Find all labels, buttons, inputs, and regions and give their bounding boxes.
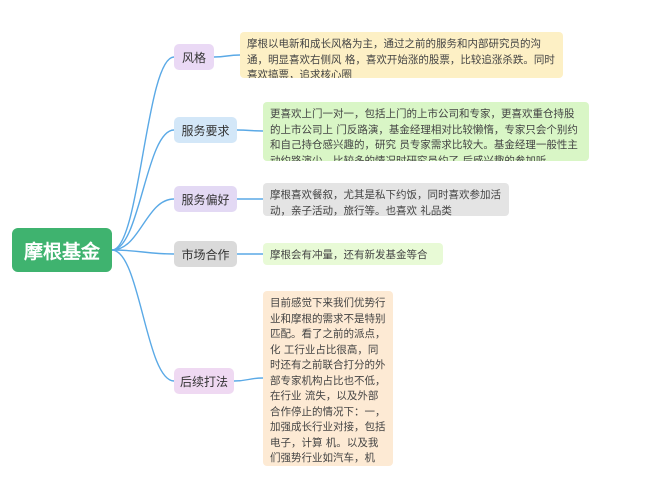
- branch-node-style[interactable]: 风格: [174, 44, 214, 70]
- connector-detail-service: [236, 129, 264, 132]
- branch-node-followup[interactable]: 后续打法: [174, 368, 234, 394]
- detail-note-style: 摩根以电新和成长风格为主，通过之前的服务和内部研究员的沟通，明显喜欢右侧风 格，…: [240, 32, 563, 78]
- connector-root-service: [111, 129, 175, 251]
- detail-note-followup: 目前感觉下来我们优势行业和摩根的需求不是特别匹配。看了之前的派点，化 工行业占比…: [263, 291, 393, 466]
- connector-root-market: [111, 249, 175, 255]
- branch-node-preference[interactable]: 服务偏好: [174, 186, 237, 212]
- root-node[interactable]: 摩根基金: [12, 228, 112, 272]
- detail-note-service: 更喜欢上门一对一，包括上门的上市公司和专家，更喜欢重仓持股的上市公司上 门反路演…: [263, 102, 589, 161]
- detail-note-market: 摩根会有冲量，还有新发基金等合作需求: [263, 243, 443, 265]
- connector-root-followup: [111, 249, 175, 382]
- connector-detail-style: [213, 54, 241, 58]
- connector-root-preference: [111, 198, 175, 251]
- connector-root-style: [111, 56, 175, 251]
- detail-note-preference: 摩根喜欢餐叙，尤其是私下约饭，同时喜欢参加活动，亲子活动，旅行等。也喜欢 礼品类: [263, 183, 509, 216]
- branch-node-market[interactable]: 市场合作: [174, 241, 237, 267]
- connector-detail-followup: [233, 377, 264, 382]
- branch-node-service[interactable]: 服务要求: [174, 117, 237, 143]
